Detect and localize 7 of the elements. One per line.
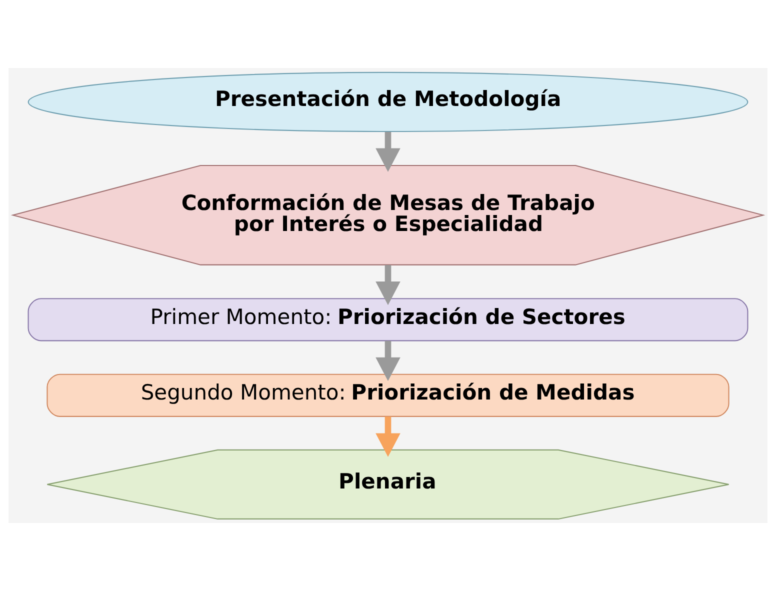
- node-box: Segundo Momento: Priorización de Medidas: [46, 374, 730, 417]
- arrow: [376, 265, 400, 306]
- node-ellipse: Presentación de Metodología: [28, 72, 748, 132]
- arrow: [376, 416, 400, 457]
- arrow: [376, 132, 400, 172]
- node-box: Primer Momento: Priorización de Sectores: [28, 298, 748, 342]
- arrow: [376, 340, 400, 382]
